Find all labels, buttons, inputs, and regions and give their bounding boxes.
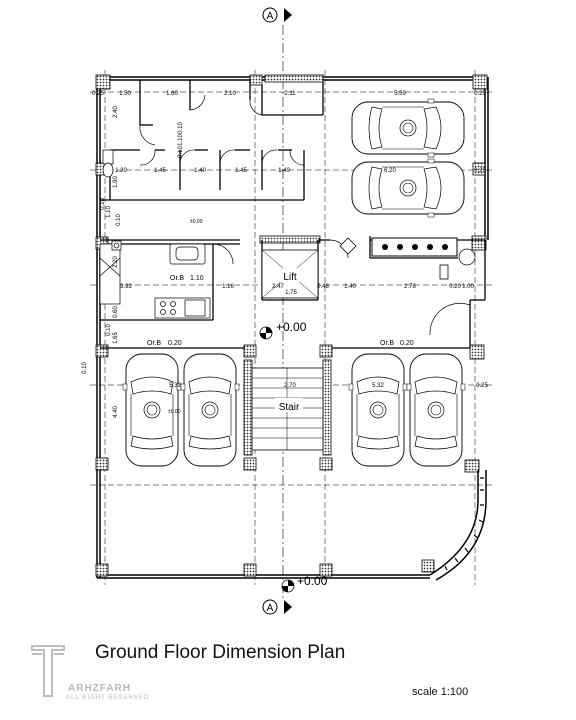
- dim-mid-8: 1.00: [462, 284, 474, 290]
- dim-mid-3: 1.75: [285, 290, 297, 296]
- dim-mid-6: 2.78: [404, 284, 416, 290]
- car-top-1: [351, 98, 465, 158]
- dim-top-3: 2.10: [224, 91, 236, 97]
- dim-mid-5: 1.40: [344, 284, 356, 290]
- or-b-3: Or.B: [380, 340, 394, 347]
- or-b-3-val: 0.20: [400, 340, 414, 347]
- dim-garage-2: 5.32: [372, 383, 384, 389]
- or-b-1: Or.B: [170, 275, 184, 282]
- column-marker: [339, 237, 357, 255]
- brand-name: ARHZFARH: [68, 683, 131, 694]
- dim-mid-7: 0.20: [449, 284, 461, 290]
- dim-garage-1: 2.70: [284, 383, 296, 389]
- interior-walls-upper: [100, 80, 324, 201]
- dim-top-5: 5.59: [394, 91, 406, 97]
- or-b-2: Or.B: [147, 340, 161, 347]
- floor-plan-drawing: A A: [82, 7, 492, 615]
- dim-left-11: 1.65: [113, 332, 119, 344]
- dim-mid-4: 0.48: [317, 284, 329, 290]
- axis-label-bottom: A: [267, 603, 274, 614]
- level-mark-center: +0.00: [259, 320, 307, 340]
- or-b-1-val: 1.10: [190, 275, 204, 282]
- dim-top-1: 1.50: [119, 91, 131, 97]
- dim-top-0: 0.25: [92, 91, 104, 97]
- dim-left-4: 1.90: [113, 176, 119, 188]
- dim-row2-5: 6.20: [384, 168, 396, 174]
- lift-shaft: Lift: [261, 249, 319, 299]
- dim-top-6: 0.25: [474, 91, 486, 97]
- dim-left-2: 1.10: [178, 134, 184, 146]
- dim-left-9: 0.60: [113, 306, 119, 318]
- door-arcs-upper: [139, 94, 305, 166]
- car-garage-3: [348, 353, 408, 467]
- dim-top-2: 1.60: [166, 91, 178, 97]
- dim-left-3: 0.10: [178, 146, 184, 158]
- car-top-2: [351, 158, 465, 218]
- axis-label-top: A: [267, 11, 274, 22]
- dim-top-4: 2.11: [284, 91, 296, 97]
- dim-left-10: 0.10: [106, 324, 112, 336]
- dim-far-left: 0.10: [82, 362, 88, 374]
- or-b-labels: Or.B 1.10 Or.B 0.20 Or.B 0.20: [147, 275, 414, 347]
- planter-strip: [371, 237, 476, 280]
- stair: Stair: [251, 367, 324, 451]
- axis-marker-bottom: A: [262, 599, 292, 615]
- brand-logo: [31, 645, 65, 697]
- axis-marker-top: A: [262, 7, 292, 23]
- level-text-center: +0.00: [276, 320, 307, 334]
- dim-mid-1: 1.16: [222, 284, 234, 290]
- dim-left-8: 2.20: [113, 256, 119, 268]
- level-mark-bottom: +0.00: [281, 574, 328, 593]
- lift-label: Lift: [283, 272, 297, 283]
- car-garage-1: [122, 353, 182, 467]
- level-small-1: ±0.00: [190, 219, 203, 225]
- dim-row2-3: 1.45: [235, 168, 247, 174]
- dim-row2-6: 0.25: [474, 168, 486, 174]
- or-b-2-val: 0.20: [168, 340, 182, 347]
- dim-garage-0: 5.32: [169, 383, 181, 389]
- dim-mid-2: 2.47: [272, 284, 284, 290]
- drawing-scale: scale 1:100: [412, 686, 469, 698]
- dimension-labels: 0.25 1.50 1.60 2.10 2.11 5.59 0.25 1.20 1.45 1.40…: [82, 91, 488, 418]
- level-mark-small: ±0.00 ±0.00: [168, 219, 203, 415]
- car-garage-2: [180, 353, 240, 467]
- brand-sub: ALL RIGHT RESERVED: [66, 695, 150, 701]
- level-small-2: ±0.00: [168, 409, 181, 415]
- drawing-title: Ground Floor Dimension Plan: [95, 642, 346, 663]
- car-garage-4: [406, 353, 466, 467]
- dim-garage-3: 0.25: [476, 383, 488, 389]
- level-text-bottom: +0.00: [297, 574, 328, 588]
- dim-left-1: 0.10: [178, 122, 184, 134]
- dim-row2-4: 1.40: [278, 168, 290, 174]
- dim-left-6: 1.10: [106, 206, 112, 218]
- parking-cars: [122, 98, 466, 467]
- dim-left-12: 4.40: [113, 406, 119, 418]
- dim-left-5: 0.10: [100, 198, 106, 210]
- dim-row2-1: 1.45: [154, 168, 166, 174]
- dim-mid-0: 3.92: [120, 284, 132, 290]
- dim-row2-2: 1.40: [194, 168, 206, 174]
- wc-fixtures: [102, 149, 114, 178]
- dim-left-0: 2.40: [113, 106, 119, 118]
- dim-row2-0: 1.20: [115, 168, 127, 174]
- kitchen-fixtures: [99, 240, 211, 319]
- curved-corner-wall: [429, 470, 487, 581]
- dim-left-7: 0.10: [116, 214, 122, 226]
- stair-label: Stair: [279, 402, 300, 413]
